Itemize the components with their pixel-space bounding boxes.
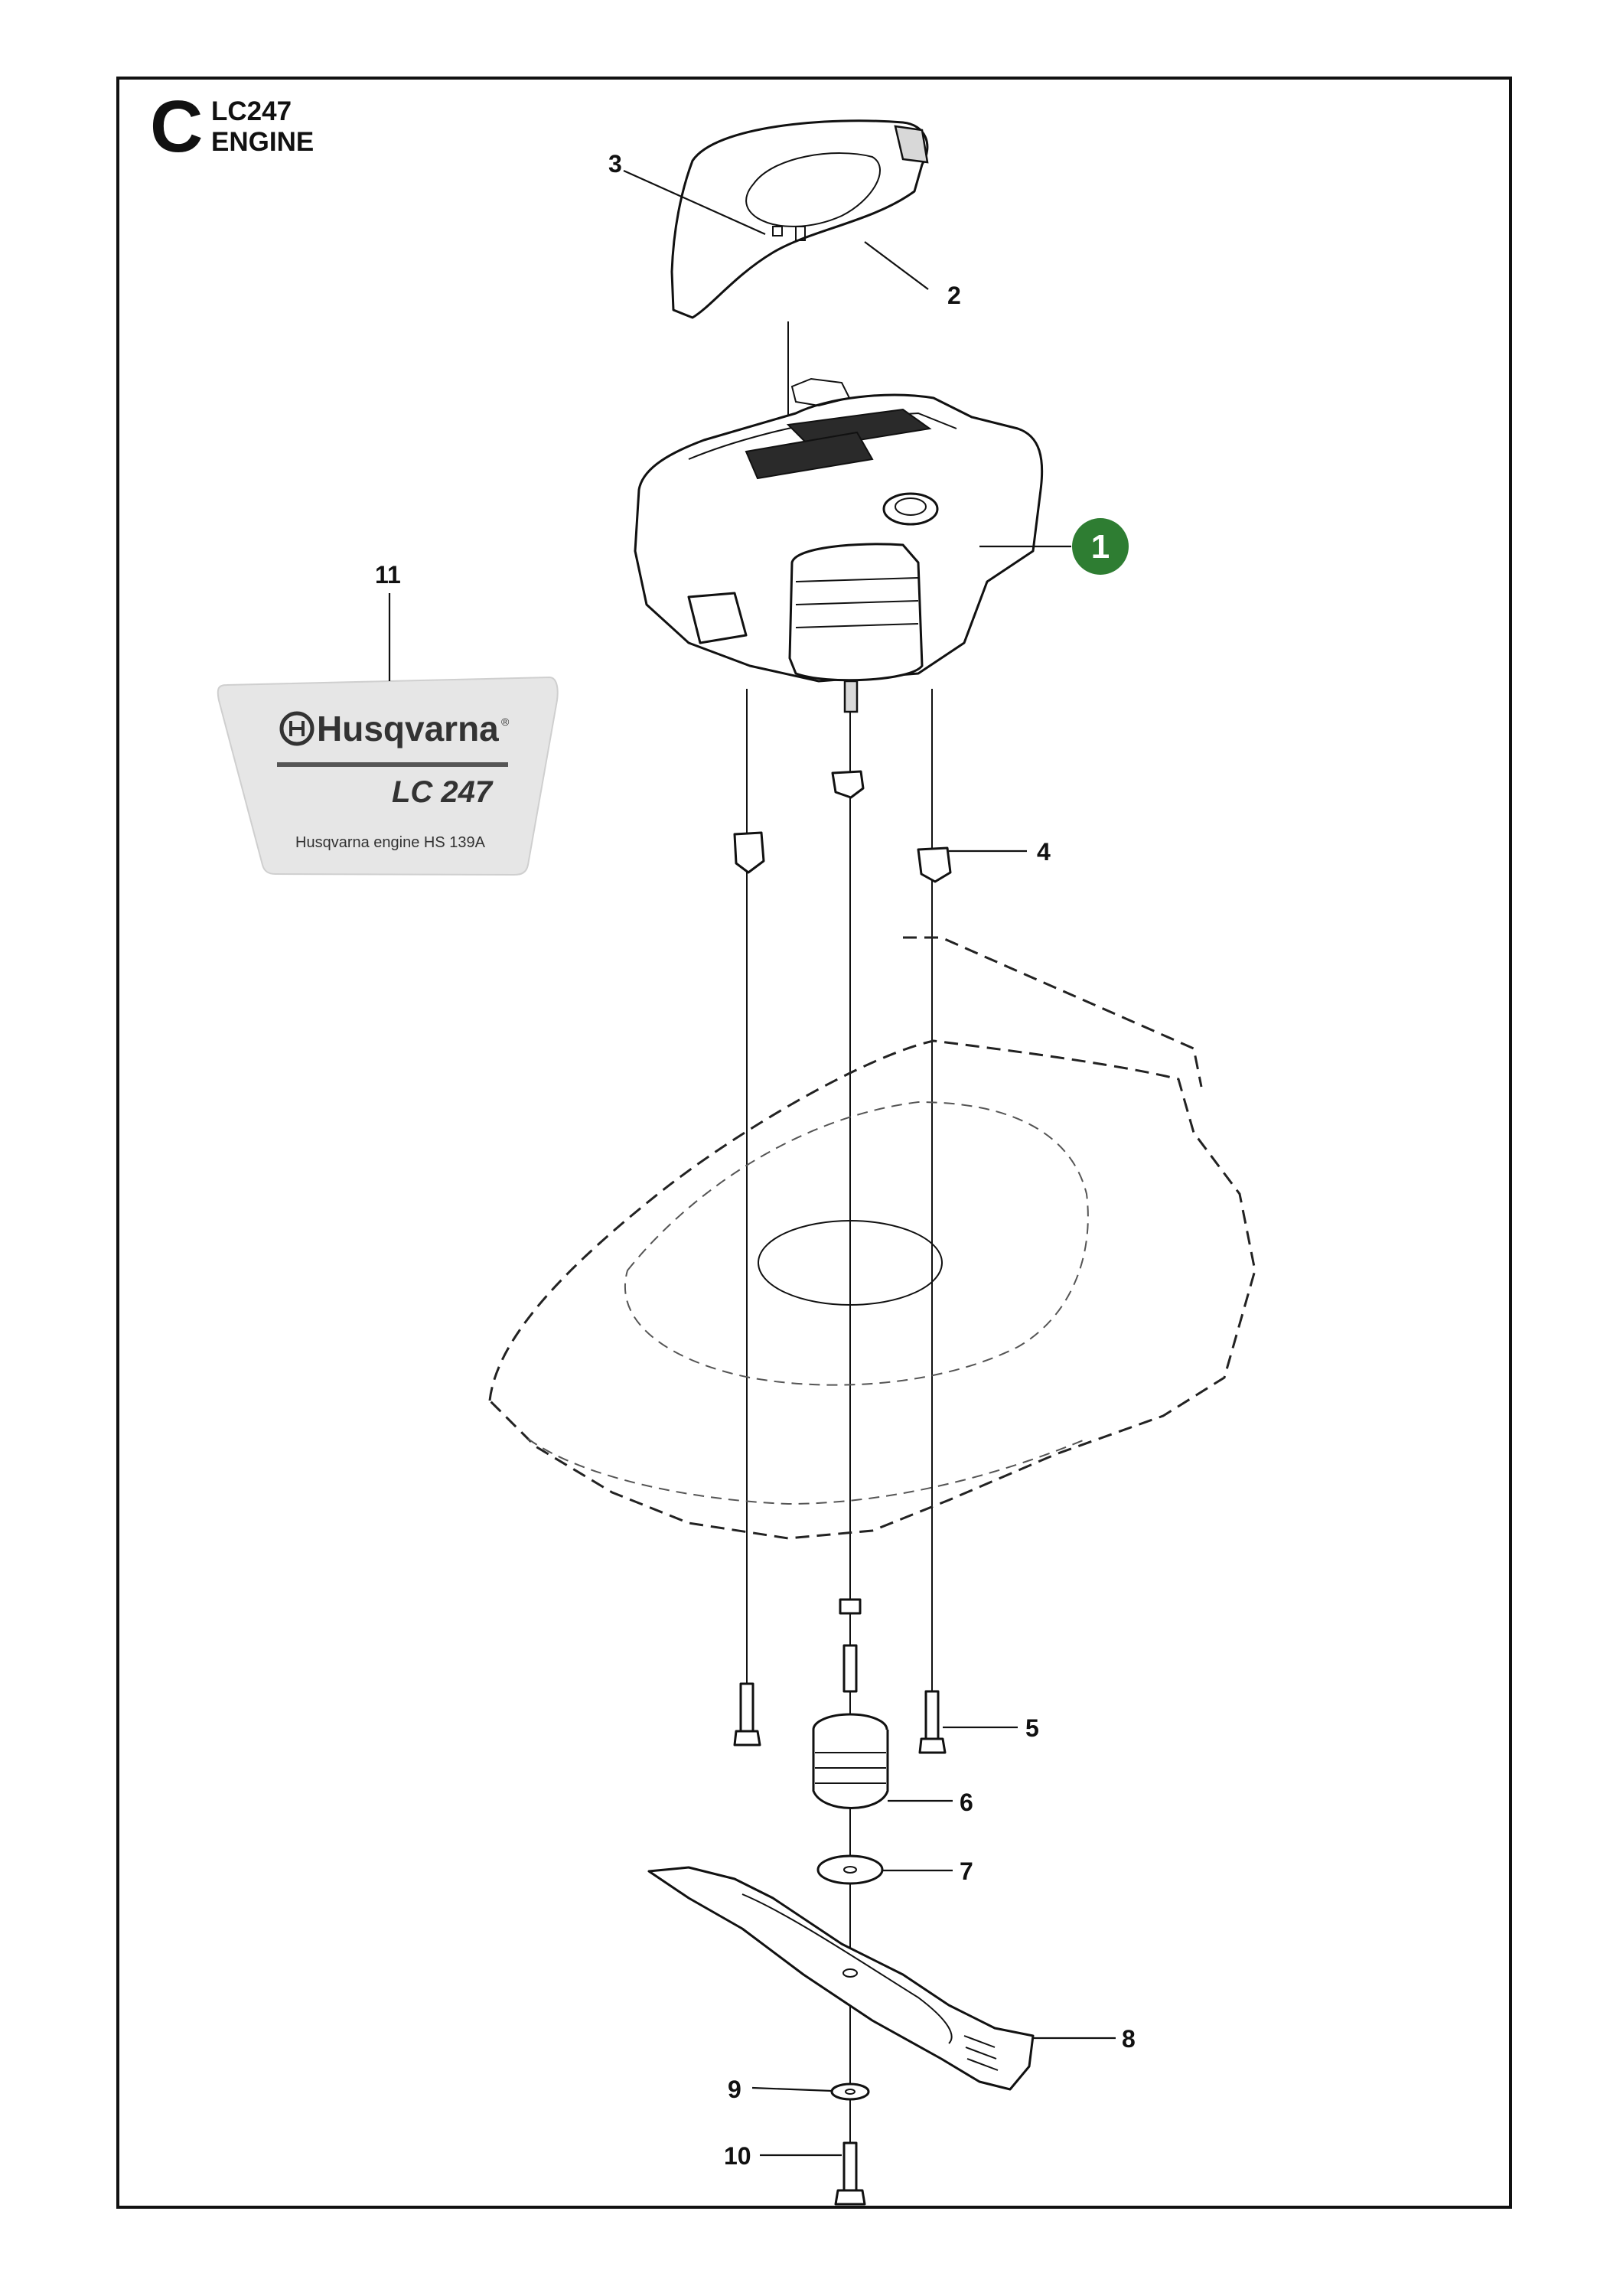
- section-title: ENGINE: [211, 127, 314, 157]
- callout-9: 9: [728, 2076, 741, 2103]
- callout-2: 2: [947, 282, 961, 309]
- callout-8: 8: [1122, 2025, 1136, 2053]
- callout-leader-lines: [388, 169, 1116, 2157]
- mount-clip-right: [917, 846, 952, 883]
- blade-bolt-part: [834, 2141, 866, 2206]
- washer-part: [816, 1854, 884, 1885]
- blade-adapter-part: [812, 1713, 889, 1809]
- bolt-left: [733, 1682, 761, 1746]
- decal-model: LC 247: [392, 775, 494, 809]
- model-title: LC247: [211, 96, 292, 126]
- top-cover-part: [670, 119, 929, 319]
- callout-labels: 1 2 3 4 5 6 7 8 9 10 11: [375, 150, 1136, 2170]
- cutting-blade-part: [647, 1866, 1035, 2091]
- bolt-center: [839, 1598, 862, 1693]
- mount-clip-left: [733, 831, 765, 874]
- mounting-bolts: [733, 1598, 947, 1754]
- callout-3: 3: [608, 150, 622, 178]
- blade-washer-part: [830, 2082, 870, 2101]
- callout-11: 11: [375, 561, 401, 589]
- drawing-frame: [116, 77, 1512, 2209]
- mower-deck-outline: [488, 936, 1256, 1540]
- mount-clip-center: [831, 770, 865, 799]
- section-letter: C: [150, 86, 204, 168]
- callout-6: 6: [960, 1789, 973, 1816]
- decal-brand-mark: ®: [501, 716, 510, 728]
- husqvarna-logo: Husqvarna ®: [279, 709, 510, 748]
- engine-part: [634, 377, 1044, 713]
- callout-10: 10: [724, 2142, 751, 2170]
- bolt-right: [918, 1690, 947, 1754]
- decal-brand: Husqvarna: [317, 709, 499, 748]
- callout-1: 1: [1091, 528, 1110, 566]
- callout-4: 4: [1037, 838, 1051, 866]
- decal-caption: Husqvarna engine HS 139A: [295, 834, 486, 851]
- crown-logo-icon: [279, 711, 314, 746]
- callout-5: 5: [1025, 1714, 1039, 1742]
- highlight-badge: [1072, 518, 1129, 575]
- engine-mount-clips: [733, 770, 952, 883]
- callout-7: 7: [960, 1857, 973, 1885]
- engine-decal-part: Husqvarna ® LC 247 Husqvarna engine HS 1…: [217, 676, 559, 876]
